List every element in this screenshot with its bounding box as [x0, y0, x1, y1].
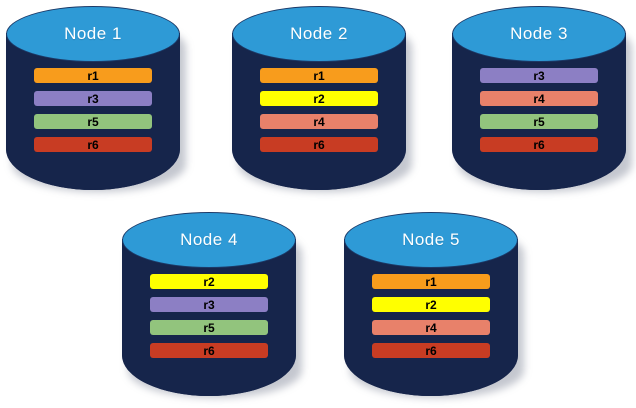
replica-list: r3 r4 r5 r6: [452, 68, 626, 152]
replica-label: r6: [203, 343, 215, 358]
replica-label: r2: [203, 274, 215, 289]
cylinder-top-disc: Node 1: [6, 6, 180, 62]
replica-label: r1: [425, 274, 437, 289]
replica-label: r3: [203, 297, 215, 312]
replica-bar-r1[interactable]: r1: [372, 274, 490, 289]
node-label: Node 5: [402, 230, 460, 249]
replica-label: r1: [313, 68, 325, 83]
replica-label: r1: [87, 68, 99, 83]
replica-label: r6: [313, 137, 325, 152]
replica-bar-r5[interactable]: r5: [480, 114, 598, 129]
database-node-1[interactable]: Node 1 r1 r3 r5 r6: [6, 6, 186, 192]
replica-bar-r5[interactable]: r5: [150, 320, 268, 335]
cylinder-top-disc: Node 4: [122, 212, 296, 268]
replica-bar-r4[interactable]: r4: [260, 114, 378, 129]
replica-label: r4: [425, 320, 437, 335]
replica-label: r5: [87, 114, 99, 129]
replica-label: r6: [533, 137, 545, 152]
replica-list: r1 r3 r5 r6: [6, 68, 180, 152]
replica-bar-r4[interactable]: r4: [480, 91, 598, 106]
database-node-3[interactable]: Node 3 r3 r4 r5 r6: [452, 6, 632, 192]
replica-label: r2: [313, 91, 325, 106]
replica-bar-r6[interactable]: r6: [372, 343, 490, 358]
replica-label: r5: [203, 320, 215, 335]
database-node-2[interactable]: Node 2 r1 r2 r4 r6: [232, 6, 412, 192]
replica-bar-r2[interactable]: r2: [150, 274, 268, 289]
node-label: Node 3: [510, 24, 568, 43]
replica-label: r6: [425, 343, 437, 358]
replica-bar-r3[interactable]: r3: [150, 297, 268, 312]
replica-bar-r6[interactable]: r6: [34, 137, 152, 152]
replica-bar-r4[interactable]: r4: [372, 320, 490, 335]
database-node-5[interactable]: Node 5 r1 r2 r4 r6: [344, 212, 524, 398]
replica-list: r1 r2 r4 r6: [232, 68, 406, 152]
replica-bar-r3[interactable]: r3: [480, 68, 598, 83]
replica-label: r2: [425, 297, 437, 312]
replica-label: r3: [533, 68, 545, 83]
node-label: Node 1: [64, 24, 122, 43]
replica-bar-r3[interactable]: r3: [34, 91, 152, 106]
cylinder-top-disc: Node 3: [452, 6, 626, 62]
replica-bar-r2[interactable]: r2: [372, 297, 490, 312]
database-node-4[interactable]: Node 4 r2 r3 r5 r6: [122, 212, 302, 398]
replica-bar-r2[interactable]: r2: [260, 91, 378, 106]
replica-bar-r6[interactable]: r6: [260, 137, 378, 152]
replica-label: r6: [87, 137, 99, 152]
replica-bar-r1[interactable]: r1: [34, 68, 152, 83]
cylinder-top-disc: Node 5: [344, 212, 518, 268]
cylinder-top-disc: Node 2: [232, 6, 406, 62]
replica-list: r2 r3 r5 r6: [122, 274, 296, 358]
replica-bar-r1[interactable]: r1: [260, 68, 378, 83]
replica-label: r5: [533, 114, 545, 129]
replica-list: r1 r2 r4 r6: [344, 274, 518, 358]
replica-label: r4: [533, 91, 545, 106]
replica-label: r3: [87, 91, 99, 106]
replica-bar-r6[interactable]: r6: [480, 137, 598, 152]
replica-bar-r5[interactable]: r5: [34, 114, 152, 129]
replica-label: r4: [313, 114, 325, 129]
node-label: Node 4: [180, 230, 238, 249]
node-label: Node 2: [290, 24, 348, 43]
replica-bar-r6[interactable]: r6: [150, 343, 268, 358]
